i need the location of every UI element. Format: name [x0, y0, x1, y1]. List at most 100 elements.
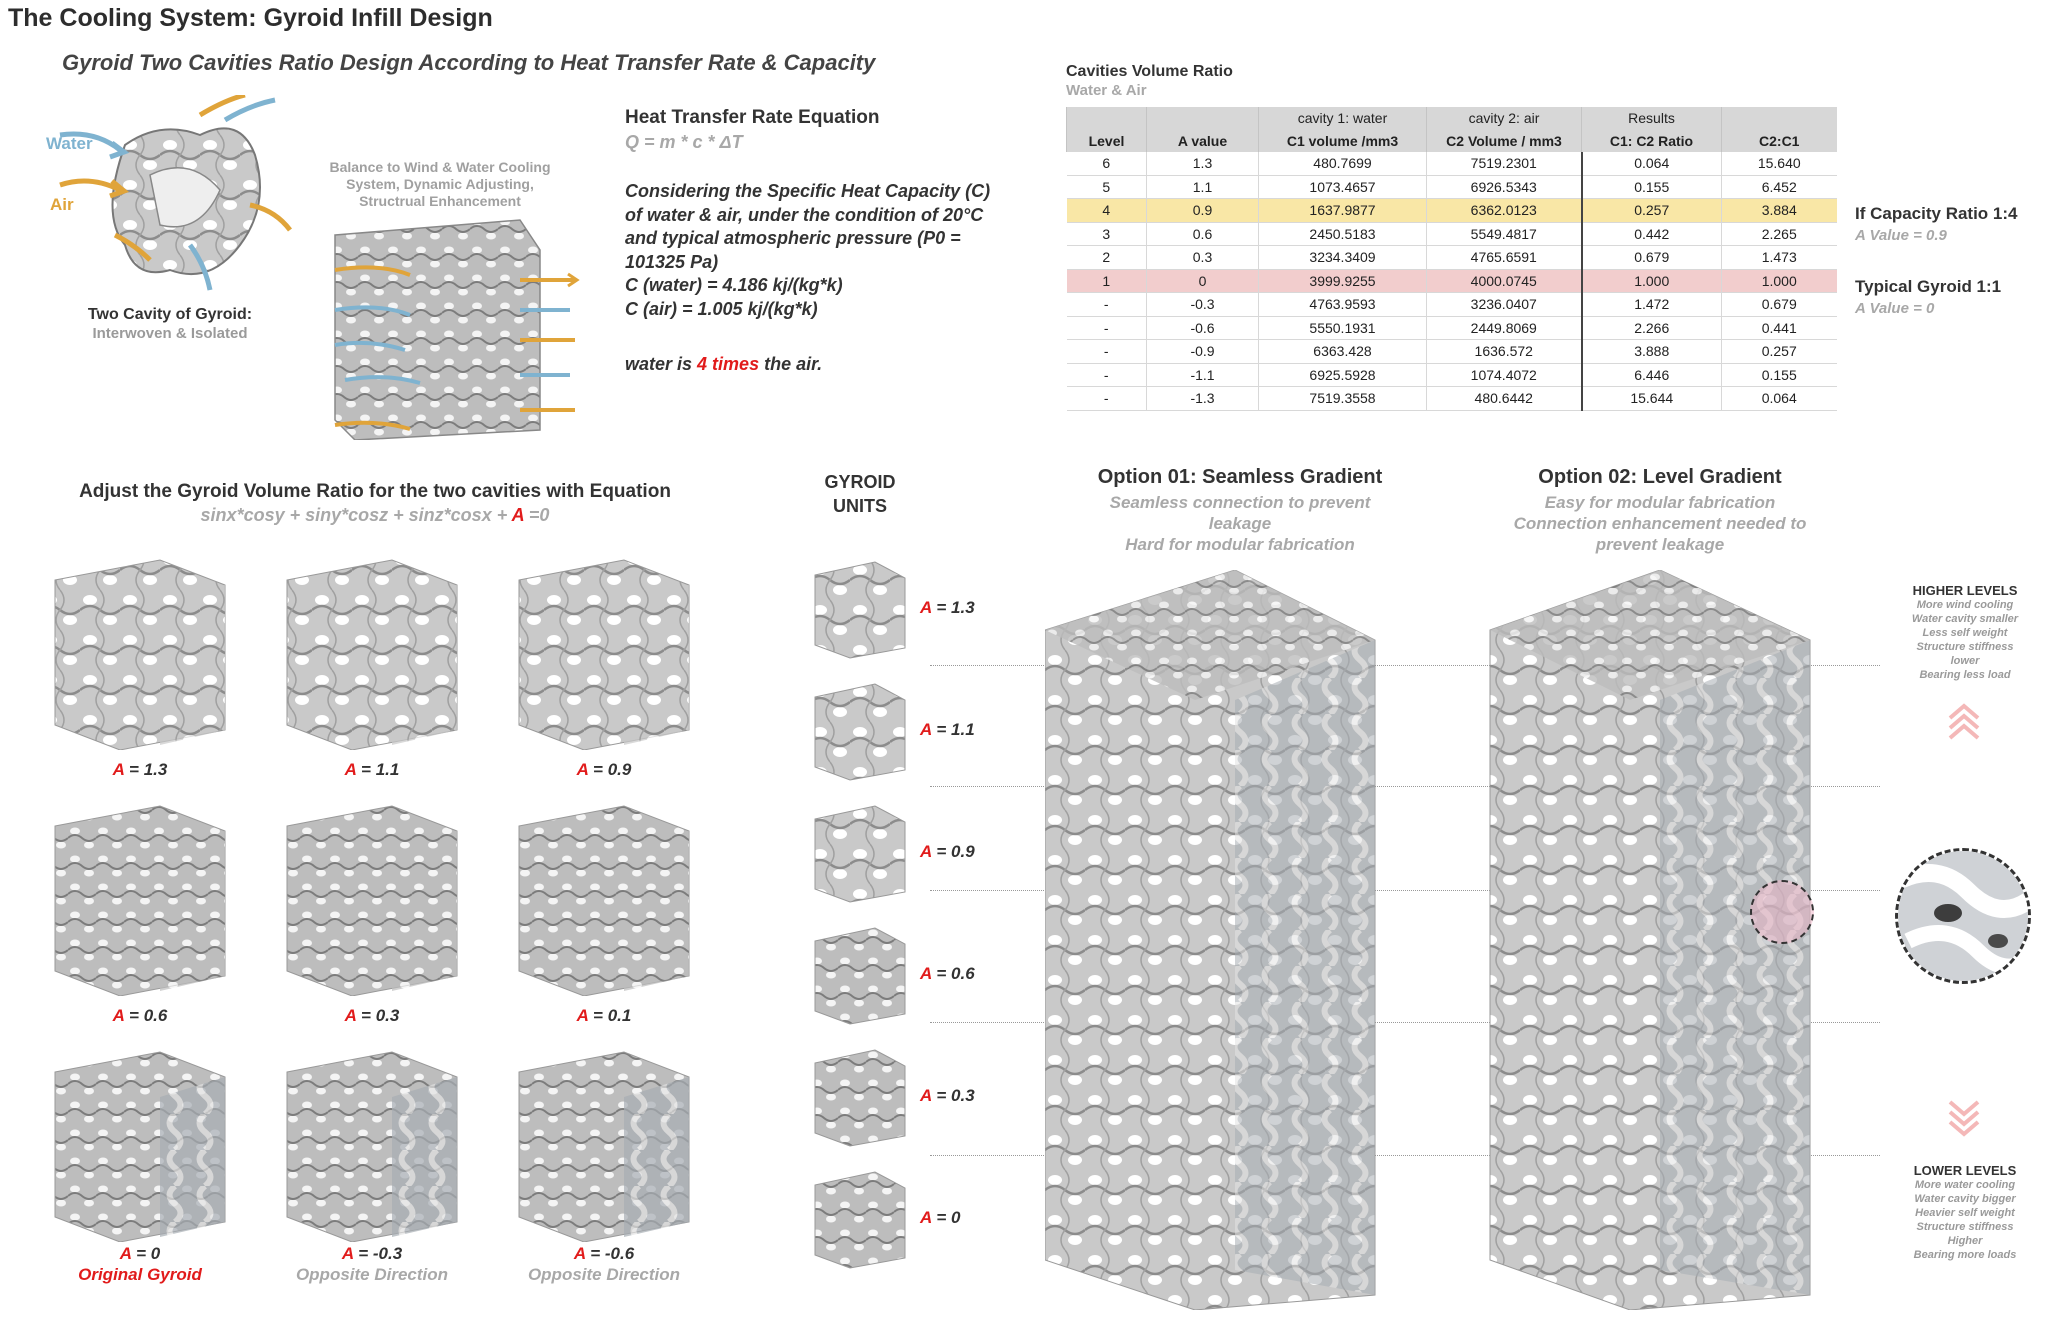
level-divider — [930, 1022, 1880, 1023]
gyroid-sample: A = 0.3 — [272, 796, 472, 1036]
gyroid-unit — [810, 1170, 910, 1270]
capacity-note-title: If Capacity Ratio 1:4 — [1855, 204, 2018, 223]
equation-line: C (water) = 4.186 kj/(kg*k) — [625, 275, 843, 295]
table-cell: 1.472 — [1580, 292, 1722, 317]
equation-title: Heat Transfer Rate Equation — [625, 107, 880, 128]
table-cell: 0.441 — [1721, 316, 1837, 340]
page-title: The Cooling System: Gyroid Infill Design — [8, 4, 493, 32]
typical-note-title: Typical Gyroid 1:1 — [1855, 277, 2002, 296]
equation-line: and typical atmospheric pressure (P0 = — [625, 228, 961, 248]
table-cell: 1.1 — [1146, 175, 1259, 199]
magnified-detail — [1895, 848, 2031, 984]
table-cell: -1.3 — [1146, 386, 1259, 411]
table-cell: - — [1066, 339, 1147, 364]
level-divider — [930, 890, 1880, 891]
option2-tower — [1480, 570, 1870, 1310]
table-cell: -0.9 — [1146, 339, 1259, 364]
gyroid-sample: A = 0.9 — [504, 550, 704, 790]
capacity-note-sub: A Value = 0.9 — [1855, 227, 1947, 244]
table-header-row: Level A value C1 volume /mm3 C2 Volume /… — [1066, 129, 1837, 152]
table-cell: 0.6 — [1146, 222, 1259, 246]
gyroid-unit — [810, 682, 910, 782]
gyroid-sample-graphic — [518, 805, 690, 996]
table-cell: 0.257 — [1721, 339, 1837, 364]
table-cell: 0.064 — [1580, 152, 1722, 176]
gyroid-unit — [810, 804, 910, 904]
gyroid-block-graphic — [334, 219, 580, 440]
option1-tower-graphic — [1045, 570, 1376, 1310]
gyroid-unit — [810, 560, 910, 660]
table-header-cell — [1066, 107, 1147, 130]
gyroid-unit-graphic — [814, 1049, 906, 1147]
lower-levels-title: LOWER LEVELS — [1913, 1163, 2017, 1178]
balance-caption-line: Structrual Enhancement — [359, 193, 521, 209]
table-cell: 7519.3558 — [1258, 386, 1427, 411]
table-cell: 4763.9593 — [1258, 292, 1427, 317]
table-cell: 3234.3409 — [1258, 245, 1427, 270]
table-cell: 1.3 — [1146, 152, 1259, 176]
higher-levels-title: HIGHER LEVELS — [1912, 583, 2018, 598]
higher-levels-list: More wind cooling Water cavity smaller L… — [1911, 599, 2019, 681]
a-value-label: A = -0.3 — [341, 1244, 403, 1263]
chevron-up-icon — [1947, 700, 1981, 740]
table-cell: -0.3 — [1146, 292, 1259, 317]
table-header-cell: C1: C2 Ratio — [1581, 129, 1722, 152]
balance-caption-line: System, Dynamic Adjusting, — [346, 176, 534, 192]
table-header-cell: Results — [1581, 107, 1722, 130]
table-cell: 15.640 — [1721, 152, 1837, 176]
gyroid-sample-note: Opposite Direction — [295, 1265, 449, 1284]
table-subtitle: Water & Air — [1066, 82, 1147, 99]
table-header-cell — [1146, 107, 1259, 130]
detail-highlight-circle — [1750, 880, 1814, 944]
table-cell: 6362.0123 — [1426, 198, 1582, 223]
gyroid-sample-graphic — [54, 805, 226, 996]
table-cell: - — [1066, 292, 1147, 317]
table-cell: - — [1066, 386, 1147, 411]
table-header-cell: A value — [1146, 129, 1259, 152]
table-cell: -0.6 — [1146, 316, 1259, 340]
a-value-label: A = -0.6 — [573, 1244, 635, 1263]
table-cell: 6925.5928 — [1258, 363, 1427, 387]
table-cell: 0.155 — [1721, 363, 1837, 387]
typical-note-sub: A Value = 0 — [1855, 300, 1935, 317]
table-header-cell: Level — [1066, 129, 1147, 152]
cavity-caption-sub: Interwoven & Isolated — [92, 325, 248, 342]
table-header-cell: C1 volume /mm3 — [1258, 129, 1427, 152]
gyroid-unit — [810, 926, 910, 1026]
units-title: GYROID UNITS — [824, 472, 896, 516]
table-cell: 2449.8069 — [1426, 316, 1582, 340]
option2-title: Option 02: Level Gradient — [1538, 466, 1782, 488]
unit-a-label: A = 0.6 — [920, 964, 975, 983]
table-cell: 1 — [1066, 269, 1147, 293]
table-cell: 6.446 — [1580, 363, 1722, 387]
gyroid-unit-graphic — [814, 805, 906, 903]
equation-formula: Q = m * c * ΔT — [625, 132, 743, 152]
table-cell: -1.1 — [1146, 363, 1259, 387]
gyroid-sample-graphic — [286, 805, 458, 996]
table-header-cell: C2 Volume / mm3 — [1426, 129, 1582, 152]
table-cell: 5550.1931 — [1258, 316, 1427, 340]
table-cell: 0 — [1146, 269, 1259, 293]
gyroid-sample-graphic — [286, 559, 458, 750]
lower-levels-block: LOWER LEVELS More water cooling Water ca… — [1890, 1163, 2040, 1262]
table-cell: 6926.5343 — [1426, 175, 1582, 199]
table-cell: 0.9 — [1146, 198, 1259, 223]
table-cell: 5 — [1066, 175, 1147, 199]
table-header-cell: cavity 1: water — [1258, 107, 1427, 130]
gyroid-unit-graphic — [814, 683, 906, 781]
table-cell: 0.3 — [1146, 245, 1259, 270]
table-cell: 7519.2301 — [1426, 152, 1582, 176]
table-cell: 3.884 — [1721, 198, 1837, 223]
a-value-label: A = 0.6 — [112, 1006, 168, 1025]
table-cell: - — [1066, 316, 1147, 340]
table-cell: 0.679 — [1721, 292, 1837, 317]
gyroid-unit-graphic — [814, 1171, 906, 1269]
equation-line: of water & air, under the condition of 2… — [625, 204, 984, 225]
